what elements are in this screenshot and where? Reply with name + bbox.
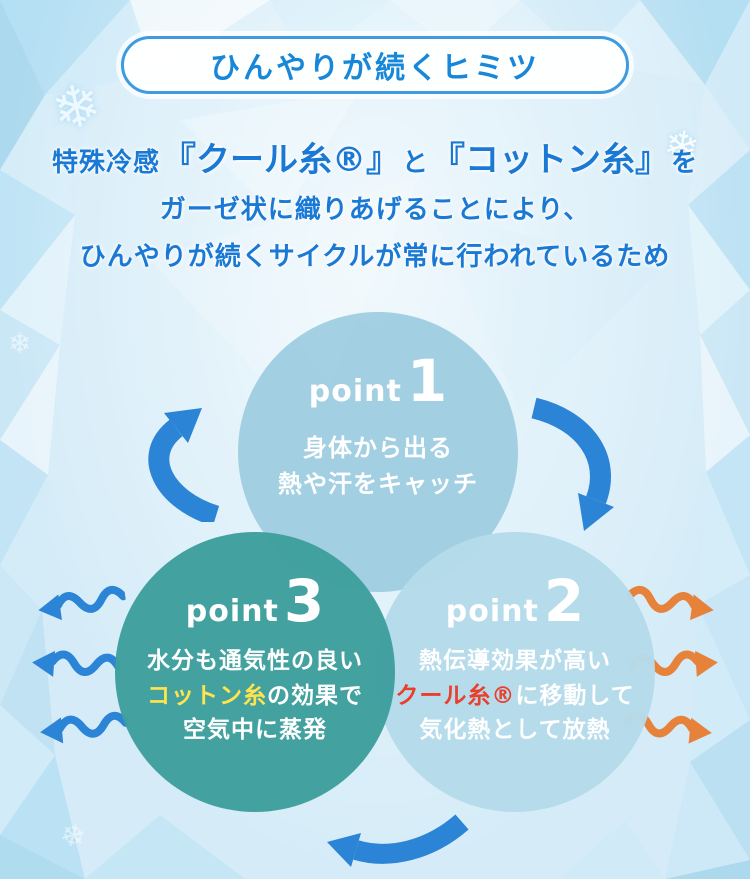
cool-thread-highlight: クール糸®	[395, 682, 516, 709]
point1-text: 身体から出る 熱や汗をキャッチ	[238, 430, 518, 502]
cycle-arrow-down-icon	[531, 397, 614, 531]
cycle-arrow-left-icon	[327, 814, 469, 867]
subtitle-prefix: 特殊冷感	[51, 148, 160, 178]
point3-word: point	[185, 594, 279, 629]
point2-word: point	[445, 594, 539, 629]
subtitle-suffix: を	[671, 148, 699, 178]
point3-line1: 水分も通気性の良い	[147, 648, 363, 674]
subtitle-line-2: ガーゼ状に織りあげることにより、	[159, 195, 591, 225]
point3-line3: 空気中に蒸発	[183, 717, 327, 743]
point3-line2: コットン糸の効果で	[115, 679, 395, 714]
title-capsule: ひんやりが続くヒミツ	[121, 36, 629, 94]
cool-thread-term: 『クール糸®』	[161, 140, 400, 180]
point3-text: 水分も通気性の良い コットン糸の効果で 空気中に蒸発	[115, 644, 395, 748]
point3-number: 3	[283, 567, 325, 635]
point2-text: 熱伝導効果が高い クール糸®に移動して 気化熱として放熱	[375, 644, 655, 748]
subtitle-connector: と	[401, 148, 429, 178]
evaporation-wave-arrow-icon	[32, 650, 122, 677]
point2-line2-rest: に移動して	[515, 682, 635, 709]
point1-line2: 熱や汗をキャッチ	[278, 470, 478, 498]
point2-line2: クール糸®に移動して	[375, 679, 655, 714]
subtitle: 特殊冷感 『クール糸®』 と 『コットン糸』 を ガーゼ状に織りあげることにより…	[0, 132, 750, 273]
point3-line2-rest: の効果で	[267, 682, 363, 709]
subtitle-line-1: 特殊冷感 『クール糸®』 と 『コットン糸』 を	[0, 132, 750, 181]
snowflake-icon: ❄	[8, 327, 32, 360]
point2-line1: 熱伝導効果が高い	[419, 648, 611, 674]
page-title: ひんやりが続くヒミツ	[210, 51, 540, 86]
cotton-thread-highlight: コットン糸	[147, 682, 267, 709]
subtitle-line-3: ひんやりが続くサイクルが常に行われているため	[79, 242, 671, 272]
point2-line3: 気化熱として放熱	[419, 717, 611, 743]
cycle-arrow-up-icon	[148, 408, 220, 522]
point1-word: point	[308, 374, 402, 409]
point2-number: 2	[543, 567, 585, 635]
point1-line1: 身体から出る	[303, 434, 453, 462]
point1-number: 1	[406, 347, 448, 415]
cotton-thread-term: 『コットン糸』	[431, 140, 669, 180]
